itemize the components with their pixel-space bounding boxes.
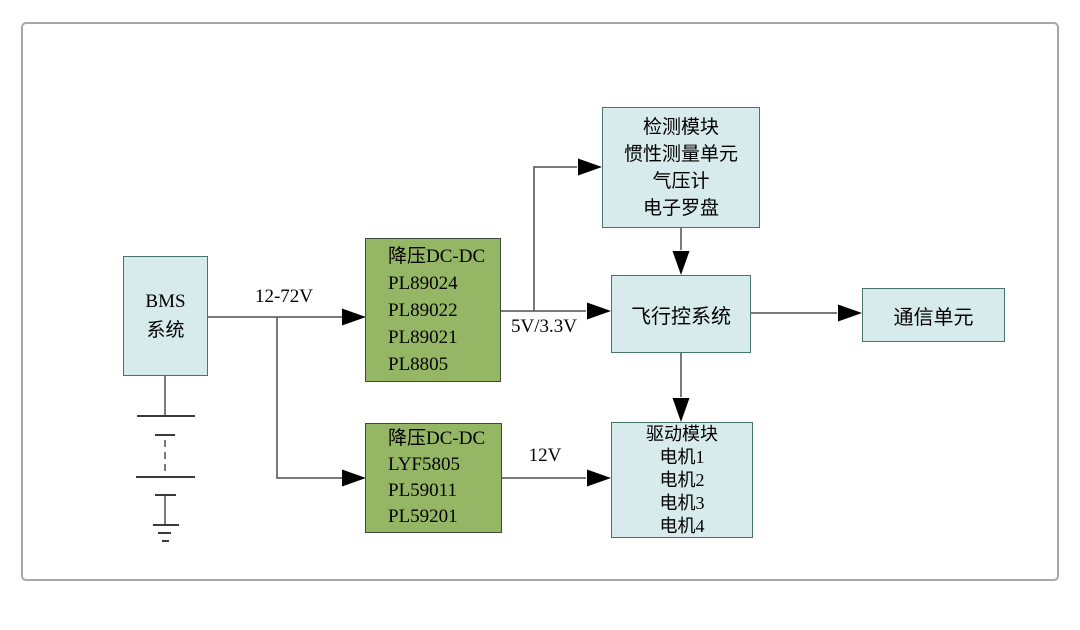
node-line: 惯性测量单元 xyxy=(623,143,738,165)
edge-label-motor-voltage: 12V xyxy=(528,445,562,466)
node-line: BMS xyxy=(145,291,186,312)
edge-flight-to-drive xyxy=(672,353,690,422)
battery-symbol xyxy=(136,376,195,542)
node-buck-dcdc-bottom: 降压DC-DC LYF5805 PL59011 PL59201 xyxy=(365,423,502,533)
arrow-down-icon xyxy=(672,251,690,275)
node-line: PL89022 xyxy=(388,299,458,321)
arrow-right-icon xyxy=(838,304,862,322)
edge-label-logic-voltage: 5V/3.3V xyxy=(511,316,577,337)
node-line: 电机4 xyxy=(659,515,705,536)
node-line: PL8805 xyxy=(388,353,449,375)
node-line: 检测模块 xyxy=(642,116,719,138)
node-bms: BMS 系统 xyxy=(123,256,208,376)
arrow-right-icon xyxy=(587,469,611,487)
arrow-right-icon xyxy=(578,158,602,176)
edge-bms-to-dcdc-top xyxy=(208,308,366,326)
node-comm-unit: 通信单元 xyxy=(862,288,1005,342)
edge-label-battery-voltage: 12-72V xyxy=(254,286,314,307)
node-line: PL89024 xyxy=(388,272,458,294)
edge-detection-to-flight xyxy=(672,228,690,275)
node-line: 通信单元 xyxy=(893,306,974,329)
node-line: 飞行控系统 xyxy=(631,305,731,328)
node-line: 电机3 xyxy=(659,492,705,513)
node-line: PL89021 xyxy=(388,326,458,348)
arrow-down-icon xyxy=(672,398,690,422)
diagram-frame: BMS 系统 降压DC-DC PL89024 PL89022 PL89021 P… xyxy=(21,22,1059,581)
node-line: 电机2 xyxy=(659,469,705,490)
node-line: PL59011 xyxy=(388,480,457,501)
arrow-right-icon xyxy=(342,308,366,326)
edge-bms-to-dcdc-bottom xyxy=(276,317,366,487)
edge-dcdc-top-to-detection xyxy=(533,158,602,311)
node-flight-control: 飞行控系统 xyxy=(611,275,751,353)
arrow-right-icon xyxy=(587,302,611,320)
node-line: 电子罗盘 xyxy=(642,197,719,219)
node-line: 系统 xyxy=(146,320,185,341)
edge-dcdc-bottom-to-drive xyxy=(501,469,611,487)
node-line: LYF5805 xyxy=(388,454,460,475)
node-line: 降压DC-DC xyxy=(388,428,486,449)
edge-flight-to-comm xyxy=(751,304,862,322)
ground-symbol xyxy=(153,524,179,542)
node-line: 驱动模块 xyxy=(646,423,718,444)
node-line: PL59201 xyxy=(388,506,458,527)
node-line: 电机1 xyxy=(659,446,705,467)
node-line: 气压计 xyxy=(652,170,710,192)
node-buck-dcdc-top: 降压DC-DC PL89024 PL89022 PL89021 PL8805 xyxy=(365,238,501,382)
arrow-right-icon xyxy=(342,469,366,487)
node-detection-module: 检测模块 惯性测量单元 气压计 电子罗盘 xyxy=(602,107,760,228)
node-line: 降压DC-DC xyxy=(388,245,486,267)
node-drive-module: 驱动模块 电机1 电机2 电机3 电机4 xyxy=(611,422,753,538)
